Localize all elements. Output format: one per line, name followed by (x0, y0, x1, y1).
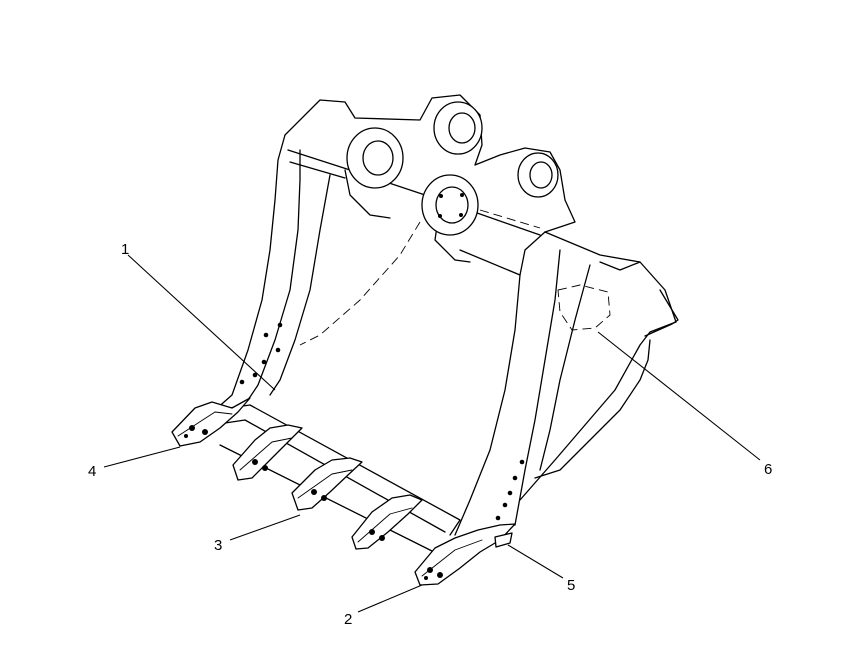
wear-plate-6 (557, 284, 611, 331)
callout-5: 5 (567, 577, 575, 594)
tooth-left-corner (171, 397, 251, 447)
callout-1: 1 (121, 241, 129, 258)
leader-6 (597, 331, 761, 461)
leader-2 (357, 584, 423, 613)
callout-6: 6 (764, 461, 772, 478)
leader-3 (229, 514, 301, 541)
tooth-adapter-c (351, 494, 423, 550)
hinge-bracket (284, 94, 576, 276)
leader-4 (103, 446, 181, 468)
callout-2: 2 (344, 611, 352, 628)
callout-4: 4 (88, 463, 96, 480)
tooth-adapter-a (232, 424, 303, 481)
tooth-right-corner (414, 523, 516, 586)
left-side-plate (214, 134, 331, 411)
leader-1 (127, 254, 276, 391)
bucket-shell (299, 209, 679, 501)
right-side-plate (454, 231, 591, 536)
callout-3: 3 (214, 537, 222, 554)
tooth-adapter-b (291, 457, 363, 511)
leader-5 (507, 544, 564, 579)
